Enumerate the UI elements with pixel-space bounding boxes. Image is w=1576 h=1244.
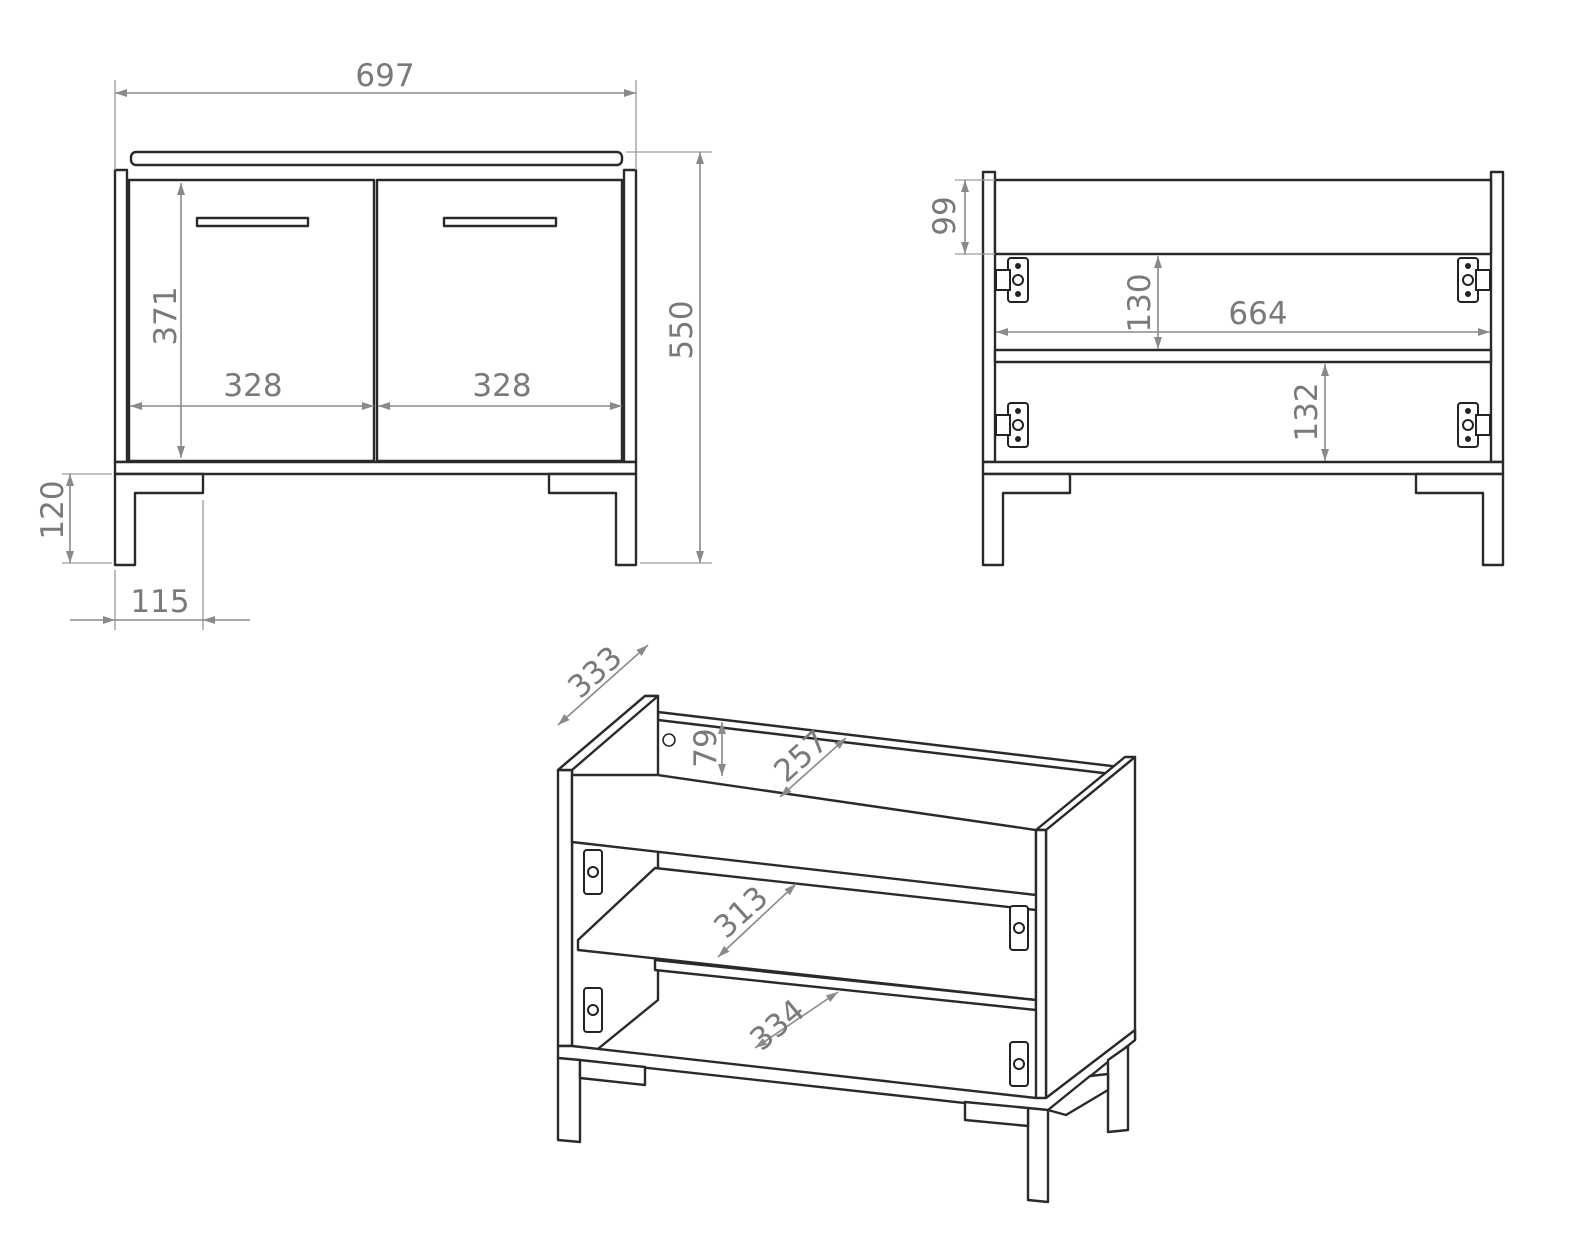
dim-lower-opening: 132 bbox=[1289, 382, 1325, 441]
isometric-view: 333 79 257 313 334 bbox=[556, 639, 1137, 1204]
hinge-icon bbox=[1457, 402, 1491, 448]
base-board bbox=[113, 460, 638, 476]
right-door-handle bbox=[442, 216, 558, 228]
dim-bottom-depth: 334 bbox=[743, 993, 811, 1059]
leg bbox=[1106, 1044, 1130, 1134]
hinge-icon bbox=[583, 987, 603, 1033]
dim-rail-height: 79 bbox=[688, 728, 724, 767]
hinge-icon bbox=[995, 402, 1029, 448]
hinge-icon bbox=[1009, 1041, 1029, 1087]
hinge-icon bbox=[583, 849, 603, 895]
dim-overall-height: 550 bbox=[664, 300, 700, 359]
leg bbox=[556, 1056, 582, 1144]
dim-upper-opening: 130 bbox=[1122, 273, 1158, 332]
left-side-panel bbox=[113, 168, 129, 464]
dim-door-height: 371 bbox=[148, 286, 184, 345]
right-leg bbox=[1414, 472, 1505, 567]
shelf bbox=[993, 348, 1493, 364]
top-rail bbox=[993, 178, 1493, 256]
dim-right-door-width: 328 bbox=[472, 368, 531, 404]
hinge-icon bbox=[995, 257, 1029, 303]
left-side-front-edge bbox=[556, 768, 574, 1048]
back-top-rail bbox=[656, 710, 1122, 777]
dim-overall-width: 697 bbox=[355, 58, 414, 94]
left-leg bbox=[113, 472, 205, 567]
left-side-panel bbox=[981, 170, 997, 464]
hinge-icon bbox=[1457, 257, 1491, 303]
right-side-panel bbox=[1489, 170, 1505, 464]
right-leg bbox=[547, 472, 638, 567]
left-door-handle bbox=[195, 216, 310, 228]
back-view: 99 130 664 132 bbox=[927, 170, 1505, 567]
dim-left-door-width: 328 bbox=[223, 368, 282, 404]
dim-leg-height: 120 bbox=[35, 480, 71, 539]
base-board bbox=[556, 1028, 1137, 1114]
leg bbox=[1026, 1106, 1050, 1204]
front-view: 697 550 371 328 328 120 115 bbox=[35, 58, 712, 630]
dim-top-rail-height: 99 bbox=[927, 196, 963, 235]
dim-leg-width: 115 bbox=[130, 584, 189, 620]
base-board bbox=[981, 460, 1505, 476]
top-board bbox=[129, 150, 624, 167]
dim-depth: 333 bbox=[561, 639, 629, 705]
dim-inner-width: 664 bbox=[1228, 296, 1287, 332]
right-side-front-edge bbox=[1034, 828, 1048, 1112]
hinge-icon bbox=[1009, 905, 1029, 951]
right-side-panel bbox=[622, 168, 638, 464]
left-leg bbox=[981, 472, 1072, 567]
